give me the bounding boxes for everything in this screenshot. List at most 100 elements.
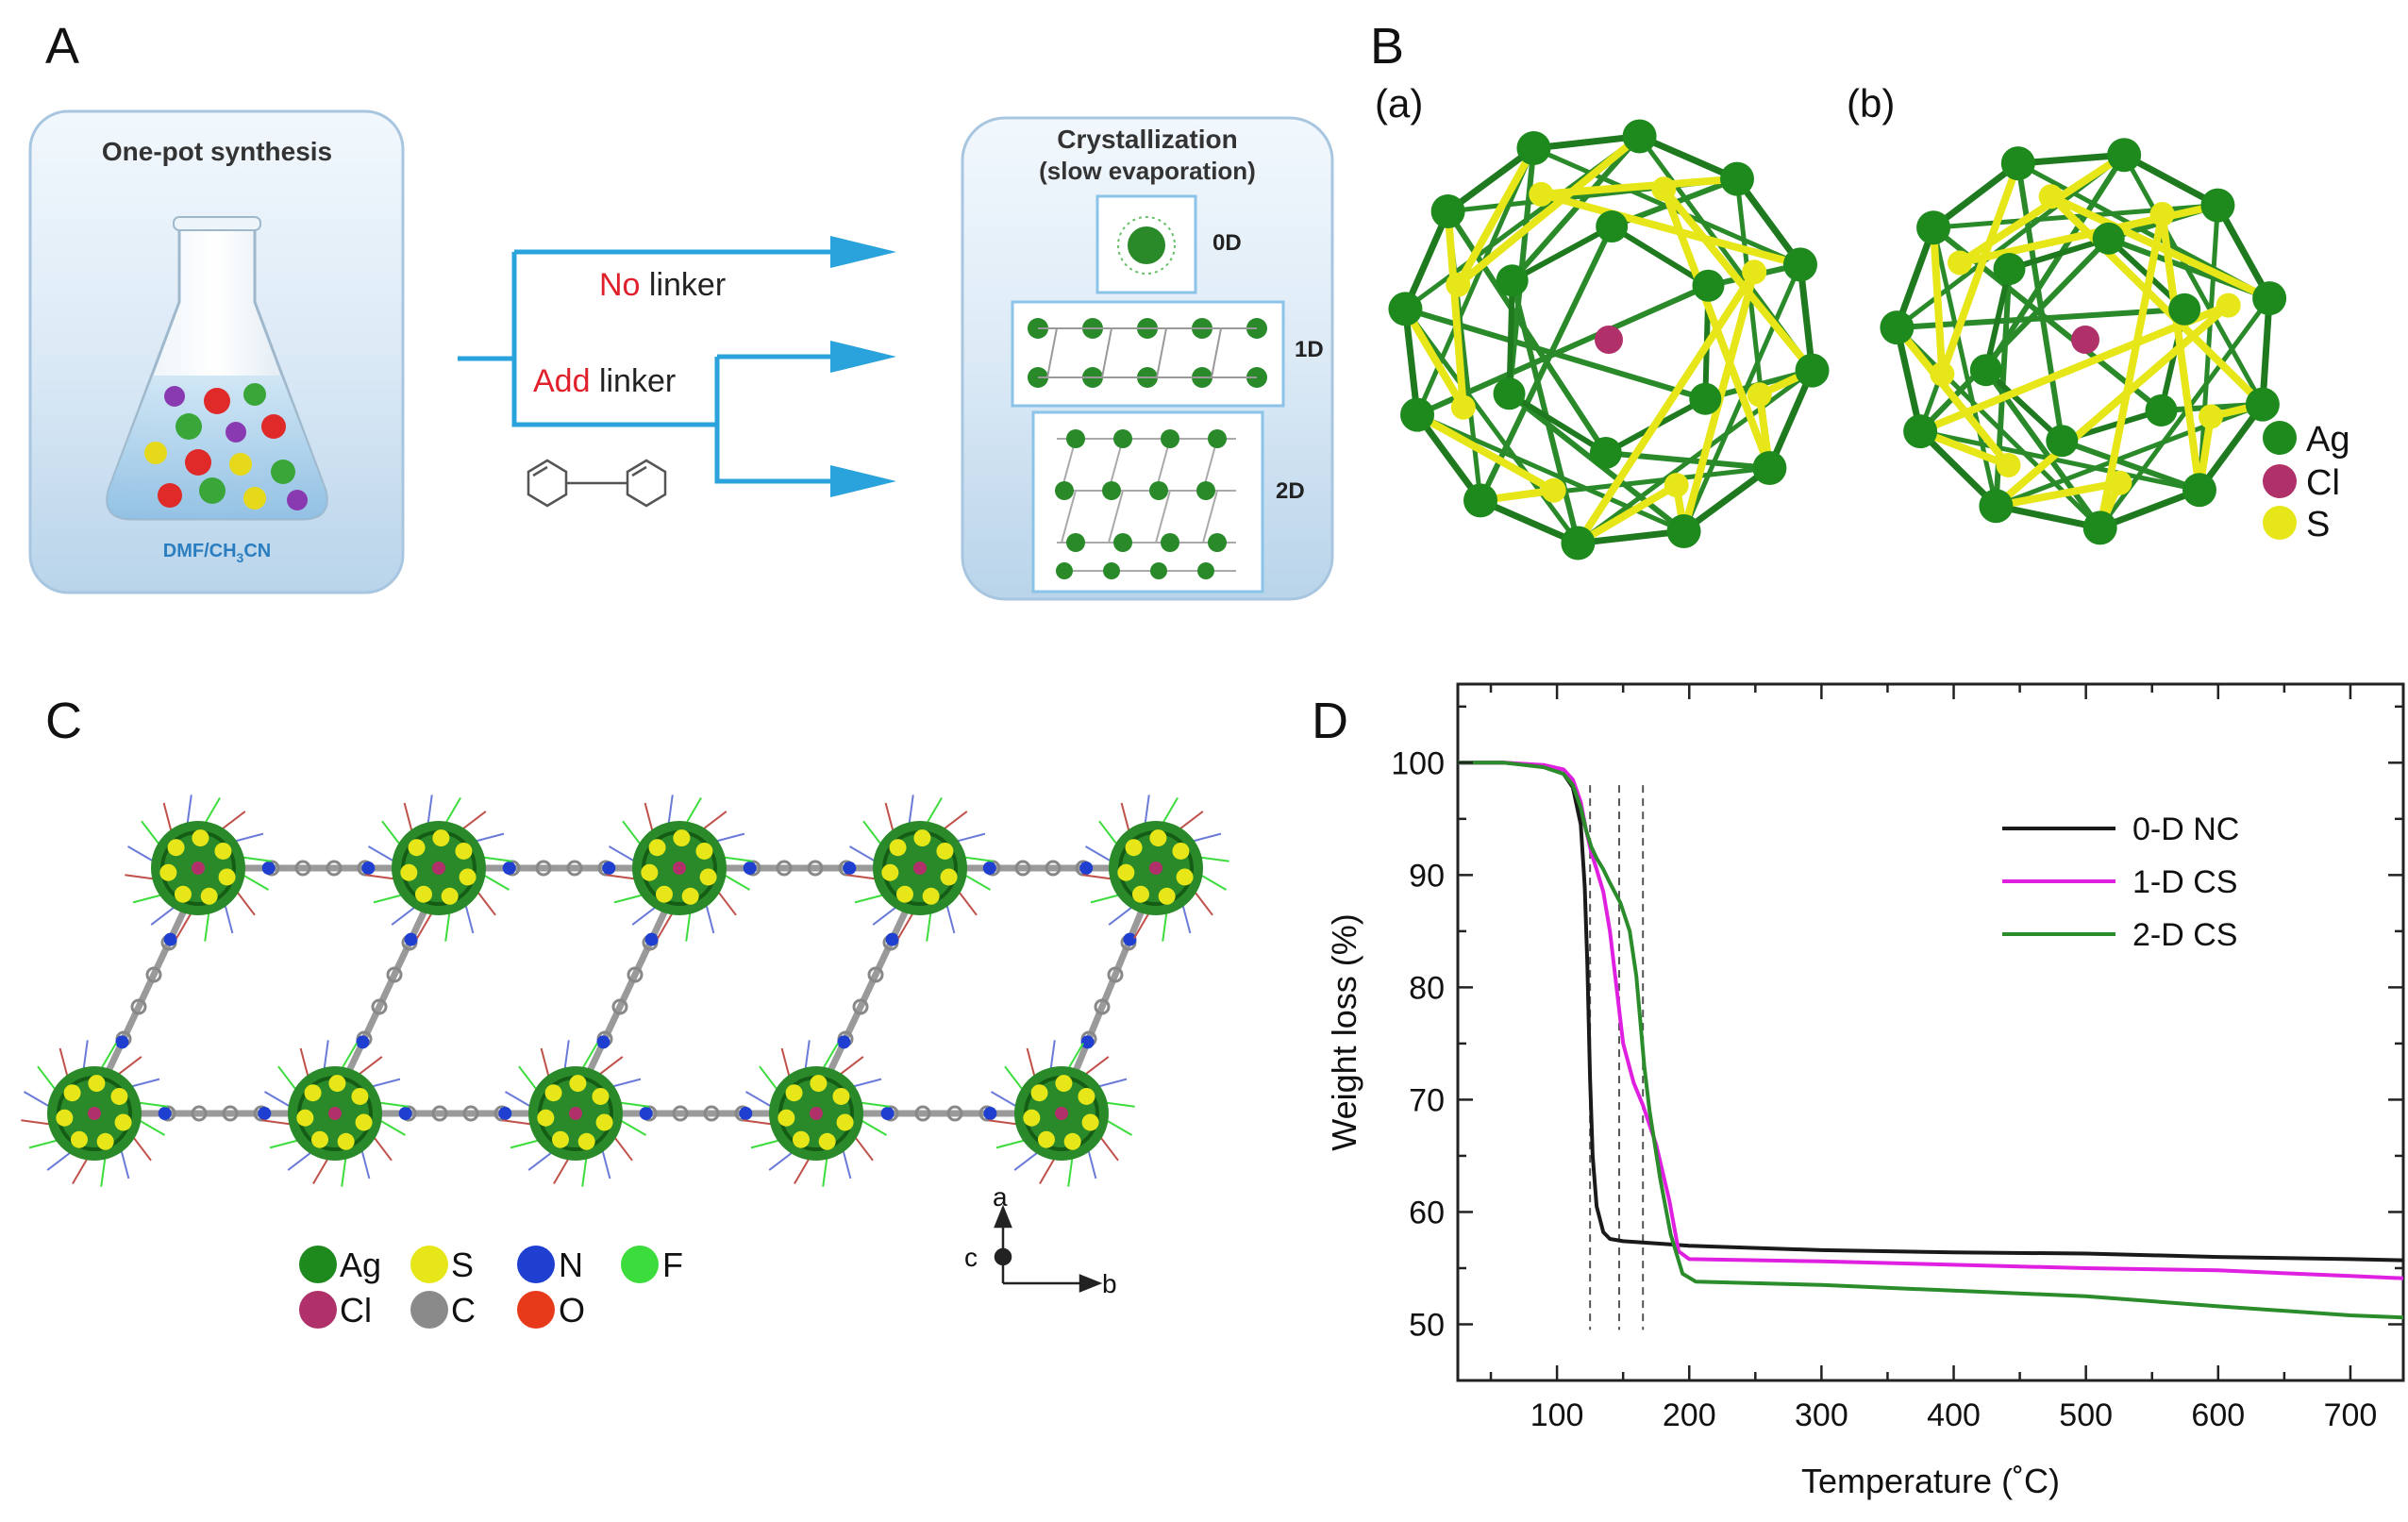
ag-ag-bond bbox=[2008, 235, 2110, 272]
cluster-structure-b bbox=[1880, 138, 2287, 545]
s-atom bbox=[218, 868, 236, 886]
x-tick-label: 600 bbox=[2191, 1397, 2245, 1433]
cl-atom bbox=[569, 1107, 582, 1120]
s-atom bbox=[895, 885, 913, 903]
s-atom bbox=[1078, 1087, 1095, 1105]
legend-c-f-sphere bbox=[621, 1246, 659, 1283]
s-atom bbox=[214, 842, 232, 860]
x-tick-label: 200 bbox=[1663, 1397, 1716, 1433]
chart-legend: 0-D NC1-D CS2-D CS bbox=[2002, 811, 2239, 953]
s-atom bbox=[1131, 885, 1149, 903]
pyridine-ring bbox=[914, 1105, 931, 1122]
n-atom bbox=[983, 1107, 997, 1120]
s-atom bbox=[56, 1109, 74, 1127]
n-atom bbox=[356, 1035, 370, 1049]
n-atom bbox=[258, 1107, 272, 1120]
panel-a-scheme: One-pot synthesis DMF/CH3CN bbox=[28, 109, 1334, 601]
n-atom bbox=[639, 1107, 653, 1120]
branch-arrows bbox=[458, 249, 849, 484]
n-atom bbox=[743, 861, 757, 875]
x-tick-label: 400 bbox=[1927, 1397, 1981, 1433]
ag-ag-bond bbox=[1995, 502, 2101, 531]
s-atom bbox=[2149, 202, 2175, 227]
n-atom bbox=[843, 861, 857, 875]
bipyridine-linker bbox=[618, 1105, 774, 1122]
x-axis-label: Temperature (˚C) bbox=[1801, 1462, 2060, 1500]
ag-cluster-node bbox=[846, 794, 994, 942]
panel-letter-b: B bbox=[1370, 18, 1405, 75]
cl-atom bbox=[810, 1107, 823, 1120]
legend-c-n-sphere bbox=[517, 1246, 555, 1283]
add-linker-label: Add linker bbox=[533, 363, 676, 399]
solvent-label: DMF/CH3CN bbox=[163, 541, 271, 565]
legend-c-ag-label: Ag bbox=[340, 1246, 381, 1284]
ag-cluster-node bbox=[988, 1040, 1135, 1187]
s-atom bbox=[1117, 863, 1135, 881]
s-atom bbox=[836, 1113, 854, 1131]
bipyridine-linker bbox=[345, 909, 428, 1073]
ag-ag-bond bbox=[1610, 224, 1711, 289]
cl-atom bbox=[192, 861, 205, 875]
bipyridine-linker bbox=[1072, 909, 1145, 1073]
n-atom bbox=[163, 932, 177, 946]
cl-atom bbox=[2071, 326, 2099, 354]
pyridine-ring bbox=[431, 1105, 448, 1122]
pyridine-ring bbox=[326, 860, 343, 877]
ag-atom bbox=[1400, 397, 1435, 432]
ag-atom bbox=[2245, 387, 2280, 422]
legend-cl-label: Cl bbox=[2306, 463, 2340, 503]
series-line-1-d-cs bbox=[1458, 761, 2404, 1280]
x-tick-label: 700 bbox=[2324, 1397, 2378, 1433]
bipyridine-linker bbox=[481, 860, 637, 877]
s-atom bbox=[1081, 1113, 1099, 1131]
s-atom bbox=[1651, 176, 1677, 202]
ag-atom bbox=[1496, 264, 1529, 297]
cl-atom bbox=[673, 861, 686, 875]
legend-ag-sphere bbox=[2263, 421, 2297, 455]
n-atom bbox=[982, 861, 996, 875]
ag-ag-bond bbox=[1533, 132, 1640, 152]
legend-c-cl-label: Cl bbox=[340, 1291, 372, 1330]
legend-s-label: S bbox=[2306, 505, 2330, 544]
s-atom bbox=[1541, 477, 1566, 503]
s-atom bbox=[1030, 1084, 1048, 1102]
s-atom bbox=[2107, 470, 2132, 495]
crystal-axes-indicator bbox=[994, 1204, 1103, 1293]
ag-atom bbox=[1993, 253, 2026, 286]
s-atom bbox=[537, 1109, 555, 1127]
pyridine-ring bbox=[1045, 860, 1062, 877]
arrow-heads bbox=[830, 236, 896, 497]
s-atom bbox=[648, 839, 666, 857]
panel-letter-a: A bbox=[45, 18, 80, 75]
n-atom bbox=[644, 932, 659, 946]
ag-atom bbox=[1752, 450, 1787, 485]
s-atom bbox=[577, 1132, 595, 1150]
structure-0d-cluster bbox=[1117, 216, 1176, 275]
panel-letter-c: C bbox=[45, 693, 82, 749]
s-atom bbox=[174, 885, 192, 903]
s-atom bbox=[432, 829, 450, 847]
s-atom bbox=[88, 1075, 106, 1093]
s-ag-bond bbox=[2048, 192, 2271, 302]
ag-ag-bond bbox=[1917, 428, 1998, 509]
ag-ag-bond bbox=[2215, 203, 2273, 300]
s-ag-bond bbox=[1918, 301, 2231, 435]
s-atom bbox=[792, 1130, 810, 1148]
ag-cluster-node bbox=[261, 1040, 409, 1187]
bipyridine-linker bbox=[586, 909, 669, 1073]
ag-cluster-node bbox=[21, 1040, 168, 1187]
n-atom bbox=[885, 932, 899, 946]
n-atom bbox=[115, 1035, 129, 1049]
cl-atom bbox=[1055, 1107, 1068, 1120]
s-ag-bond bbox=[2048, 193, 2266, 408]
pyridine-ring bbox=[672, 1105, 689, 1122]
bipyridine-linker-icon bbox=[527, 459, 667, 508]
s-atom bbox=[200, 887, 218, 905]
s-atom bbox=[400, 863, 418, 881]
ag-atom bbox=[1430, 194, 1465, 229]
s-ag-bond bbox=[1444, 210, 1467, 409]
s-atom bbox=[1948, 250, 1973, 276]
s-ag-bond bbox=[1402, 307, 1467, 410]
s-atom bbox=[785, 1084, 803, 1102]
